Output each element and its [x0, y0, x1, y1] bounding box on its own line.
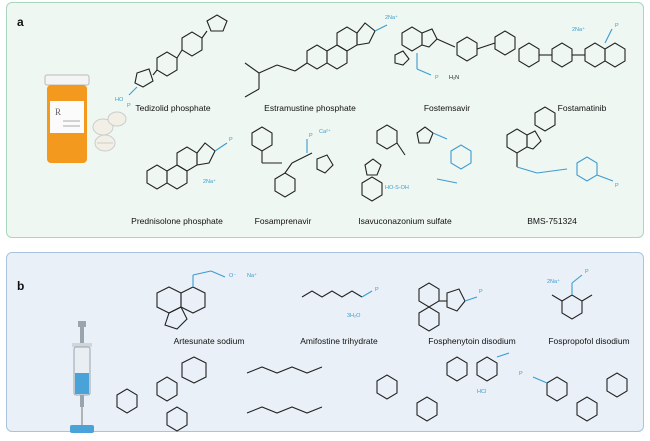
tedizolid-structure: HOP — [115, 14, 228, 109]
svg-text:3H₂O: 3H₂O — [347, 313, 361, 319]
svg-text:P: P — [615, 183, 619, 189]
svg-text:2Na⁺: 2Na⁺ — [203, 178, 216, 185]
isavuconazonium-structure: HO-S-OH — [361, 124, 472, 202]
fosamprenavir-structure: P Ca²⁺ — [251, 126, 334, 198]
fospropofol-structure: P 2Na⁺ — [547, 269, 593, 320]
svg-text:H₂N: H₂N — [449, 75, 459, 81]
estramustine-structure: 2Na⁺ — [244, 14, 398, 98]
lower-structures: HCl P — [116, 352, 628, 432]
artesunate-structure: O⁻ Na⁺ — [156, 270, 257, 330]
svg-text:P: P — [435, 75, 439, 81]
prescription-pill-bottle-icon: R — [44, 74, 127, 163]
svg-text:P: P — [479, 289, 483, 295]
caption-fostamatinib: Fostamatinib — [557, 103, 607, 113]
panel-a-structures: HOP 2Na⁺ P H — [115, 14, 626, 202]
svg-text:R: R — [55, 107, 61, 117]
svg-text:HCl: HCl — [477, 389, 486, 395]
caption-isavuconazonium: Isavuconazonium sulfate — [358, 216, 452, 226]
caption-fostemsavir: Fostemsavir — [423, 103, 471, 113]
caption-tedizolid: Tedizolid phosphate — [135, 103, 211, 113]
amifostine-structure: P 3H₂O — [301, 287, 379, 319]
panel-a-label: a — [17, 15, 24, 29]
svg-text:HO-S-OH: HO-S-OH — [385, 185, 409, 191]
svg-text:2Na⁺: 2Na⁺ — [385, 14, 398, 21]
svg-text:P: P — [615, 23, 619, 29]
svg-text:P: P — [309, 133, 313, 139]
caption-amifostine: Amifostine trihydrate — [300, 336, 378, 346]
svg-text:2Na⁺: 2Na⁺ — [572, 26, 585, 33]
svg-text:P: P — [375, 287, 379, 293]
svg-text:2Na⁺: 2Na⁺ — [547, 278, 560, 285]
svg-text:P: P — [519, 371, 523, 377]
panel-b-structures: O⁻ Na⁺ P 3H₂O P P 2Na⁺ — [116, 269, 628, 432]
caption-bms-751324: BMS-751324 — [527, 216, 577, 226]
panel-b-label: b — [17, 279, 25, 293]
caption-prednisolone: Prednisolone phosphate — [131, 216, 223, 226]
caption-fospropofol: Fospropofol disodium — [548, 336, 630, 346]
panel-b: b O⁻ Na⁺ P 3H₂O — [6, 252, 644, 433]
prednisolone-structure: P 2Na⁺ — [146, 137, 233, 190]
svg-text:Na⁺: Na⁺ — [247, 272, 257, 279]
svg-text:HO: HO — [115, 97, 124, 103]
svg-text:P: P — [585, 269, 589, 275]
caption-artesunate: Artesunate sodium — [173, 336, 245, 346]
svg-text:O⁻: O⁻ — [229, 273, 236, 279]
caption-estramustine: Estramustine phosphate — [264, 103, 356, 113]
svg-text:Ca²⁺: Ca²⁺ — [319, 128, 331, 135]
caption-fosamprenavir: Fosamprenavir — [254, 216, 312, 226]
fostamatinib-structure: P 2Na⁺ — [518, 23, 626, 68]
fosphenytoin-structure: P — [418, 282, 483, 332]
svg-text:P: P — [127, 103, 131, 109]
fostemsavir-structure: P H₂N — [394, 26, 516, 81]
bms-751324-structure: P — [506, 106, 619, 189]
caption-fosphenytoin: Fosphenytoin disodium — [428, 336, 516, 346]
svg-text:P: P — [229, 137, 233, 143]
